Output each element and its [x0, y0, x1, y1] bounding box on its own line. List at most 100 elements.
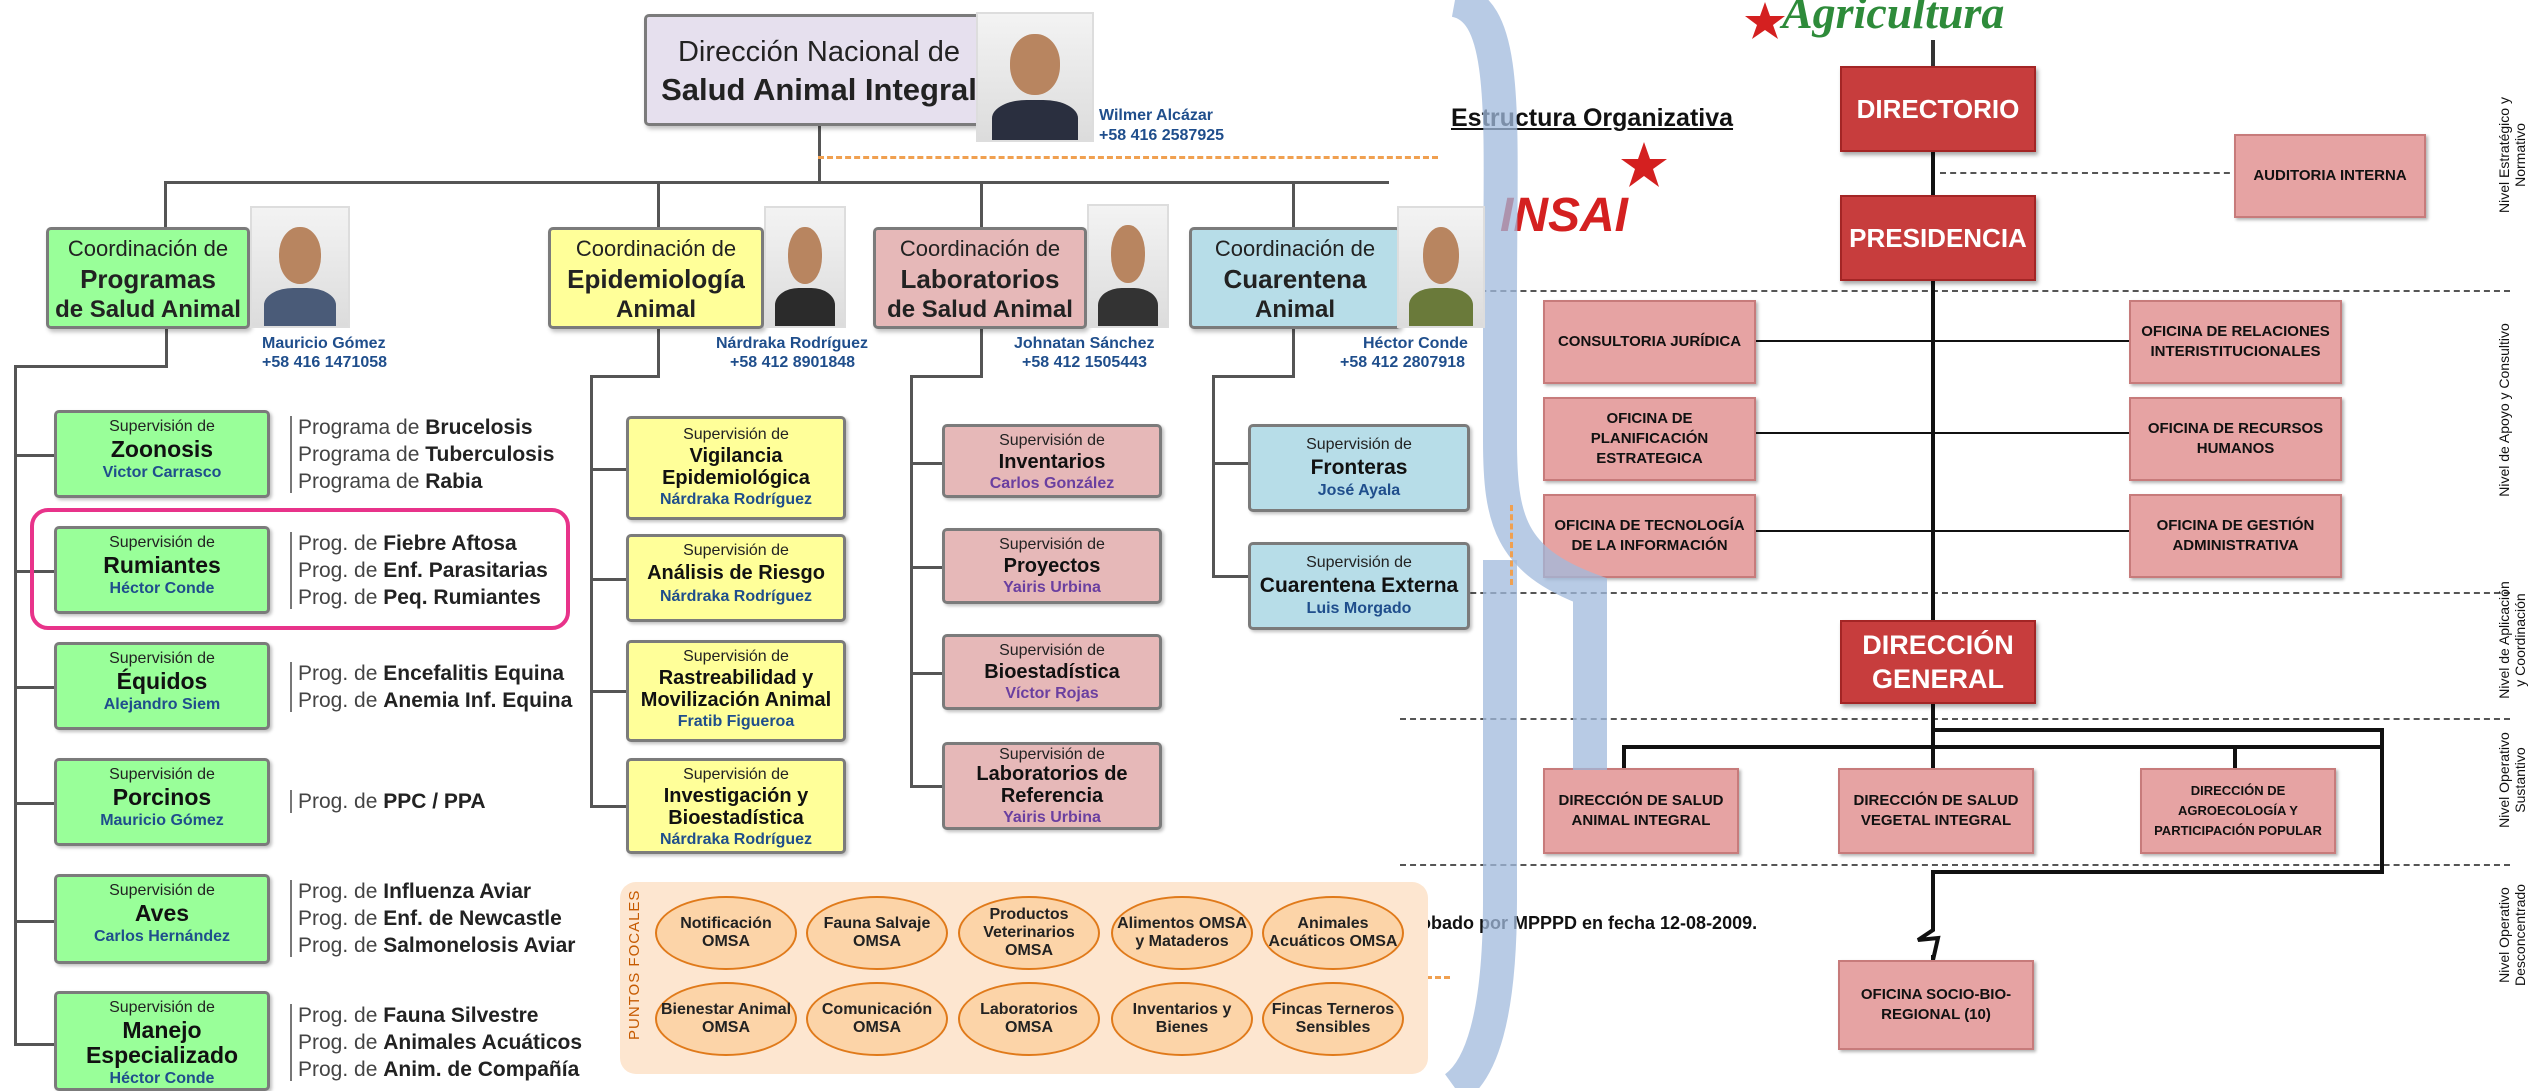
sup-title: Fronteras [1310, 456, 1408, 479]
sup-title: Rastreabilidad y Movilización Animal [640, 667, 832, 711]
focal-point-oval: Bienestar Animal OMSA [655, 982, 797, 1056]
program-item: Programa de Tuberculosis [298, 443, 555, 466]
connector-line [590, 805, 626, 808]
connector-line [1931, 700, 1935, 768]
program-item: Prog. de PPC / PPA [298, 790, 486, 813]
director-line1: Dirección Nacional de [677, 36, 961, 68]
sup-person: Alejandro Siem [103, 696, 221, 713]
connector-line [1212, 375, 1295, 378]
sup-label: Supervisión de [683, 542, 789, 559]
dir-agroecologia-box: DIRECCIÓN DE AGROECOLOGÍA Y PARTICIPACIÓ… [2140, 768, 2336, 854]
sup-title: Zoonosis [110, 436, 214, 462]
coord-cuarentena-photo [1397, 206, 1485, 328]
sup-title: Inventarios [998, 451, 1106, 473]
focal-point-oval: Animales Acuáticos OMSA [1262, 896, 1404, 970]
sup-label: Supervisión de [109, 534, 215, 551]
director-name: Wilmer Alcázar [1099, 107, 1213, 124]
sup-label: Supervisión de [1306, 436, 1412, 453]
sup-title: Laboratorios de Referencia [976, 763, 1128, 807]
connector-line [1292, 181, 1295, 227]
program-item: Prog. de Encefalitis Equina [298, 662, 565, 685]
sup-person: Victor Carrasco [102, 464, 222, 481]
tecnologia-box: OFICINA DE TECNOLOGÍA DE LA INFORMACIÓN [1543, 494, 1756, 578]
sup-person: Yairis Urbina [1003, 809, 1101, 826]
dir-salud-vegetal-box: DIRECCIÓN DE SALUD VEGETAL INTEGRAL [1838, 768, 2034, 854]
level-divider [1400, 718, 2510, 720]
sup-vigilancia: Supervisión de Vigilancia Epidemiológica… [626, 416, 846, 520]
program-item: Prog. de Fauna Silvestre [298, 1004, 539, 1027]
sup-person: Fratib Figueroa [677, 713, 795, 730]
connector-line [980, 181, 983, 227]
sup-title: Manejo Especializado [85, 1017, 239, 1068]
connector-line [2233, 745, 2237, 769]
connector-line [1212, 462, 1248, 465]
coord-label: Coordinación de [1214, 236, 1376, 261]
sup-title: Investigación y Bioestadística [663, 785, 809, 829]
focal-point-oval: Laboratorios OMSA [958, 982, 1100, 1056]
sup-manejo-especializado: Supervisión de Manejo Especializado Héct… [54, 991, 270, 1091]
consultoria-box: CONSULTORIA JURÍDICA [1543, 300, 1756, 384]
program-item: Prog. de Peq. Rumiantes [298, 586, 541, 609]
coord-title: Programas [80, 264, 216, 294]
sup-label: Supervisión de [999, 746, 1105, 763]
sup-label: Supervisión de [999, 536, 1105, 553]
director-box: Dirección Nacional de Salud Animal Integ… [644, 14, 994, 126]
sup-person: Héctor Conde [109, 1070, 215, 1087]
coord-person-phone: +58 412 2807918 [1340, 354, 1466, 371]
connector-line [657, 181, 660, 227]
connector-line [14, 1043, 54, 1046]
connector-line [980, 326, 983, 376]
insai-star-icon [1621, 142, 1667, 187]
connector-line [910, 566, 946, 569]
level-divider [1400, 864, 2510, 866]
sup-title: Análisis de Riesgo [647, 562, 825, 584]
sup-label: Supervisión de [683, 766, 789, 783]
program-bracket-line [290, 1004, 292, 1081]
coord-person-name: Héctor Conde [1363, 335, 1468, 352]
program-item: Prog. de Anim. de Compañía [298, 1058, 580, 1081]
sup-rastreabilidad: Supervisión de Rastreabilidad y Moviliza… [626, 640, 846, 742]
sup-label: Supervisión de [109, 418, 215, 435]
program-item: Prog. de Fiebre Aftosa [298, 532, 517, 555]
connector-line [14, 802, 54, 805]
dashed-connector [818, 156, 1438, 159]
coord-laboratorios: Coordinación de Laboratorios de Salud An… [873, 227, 1087, 329]
program-bracket-line [290, 532, 292, 609]
star-logo-icon [1745, 2, 1785, 39]
sup-person: Nárdraka Rodríguez [659, 491, 813, 508]
sup-inventarios: Supervisión de Inventarios Carlos Gonzál… [942, 424, 1162, 498]
focal-point-oval: Fincas Terneros Sensibles [1262, 982, 1404, 1056]
connector-line [14, 920, 54, 923]
coord-label: Coordinación de [899, 236, 1061, 261]
sup-rumiantes: Supervisión de Rumiantes Héctor Conde [54, 526, 270, 614]
program-bracket-line [290, 880, 292, 957]
connector-line [1212, 575, 1248, 578]
sup-title: Rumiantes [103, 552, 221, 578]
sup-label: Supervisión de [109, 999, 215, 1016]
rrhh-box: OFICINA DE RECURSOS HUMANOS [2129, 397, 2342, 481]
sup-porcinos: Supervisión de Porcinos Mauricio Gómez [54, 758, 270, 846]
oficina-regional-box: OFICINA SOCIO-BIO-REGIONAL (10) [1838, 960, 2034, 1050]
coord-epidemiologia-photo [764, 206, 846, 328]
director-line2: Salud Animal Integral [661, 72, 977, 107]
sup-zoonosis: Supervisión de Zoonosis Victor Carrasco [54, 410, 270, 498]
sup-title: Équidos [116, 668, 208, 694]
sup-label: Supervisión de [109, 882, 215, 899]
relaciones-box: OFICINA DE RELACIONES INTERISTITUCIONALE… [2129, 300, 2342, 384]
program-bracket-line [290, 790, 292, 813]
planificacion-box: OFICINA DE PLANIFICACIÓN ESTRATEGICA [1543, 397, 1756, 481]
sup-person: Héctor Conde [109, 580, 215, 597]
coord-person-name: Mauricio Gómez [262, 335, 386, 352]
connector-line [164, 181, 167, 227]
sup-aves: Supervisión de Aves Carlos Hernández [54, 874, 270, 964]
focal-point-oval: Productos Veterinarios OMSA [958, 896, 1100, 970]
coord-title: Laboratorios [900, 264, 1060, 294]
sup-title: Aves [134, 900, 190, 926]
sup-person: Nárdraka Rodríguez [659, 588, 813, 605]
focal-point-oval: Inventarios y Bienes [1111, 982, 1253, 1056]
coord-programas-photo [250, 206, 350, 328]
sup-lab-referencia: Supervisión de Laboratorios de Referenci… [942, 742, 1162, 830]
sup-label: Supervisión de [999, 642, 1105, 659]
sup-person: Mauricio Gómez [100, 812, 224, 829]
connector-line [2380, 728, 2384, 874]
